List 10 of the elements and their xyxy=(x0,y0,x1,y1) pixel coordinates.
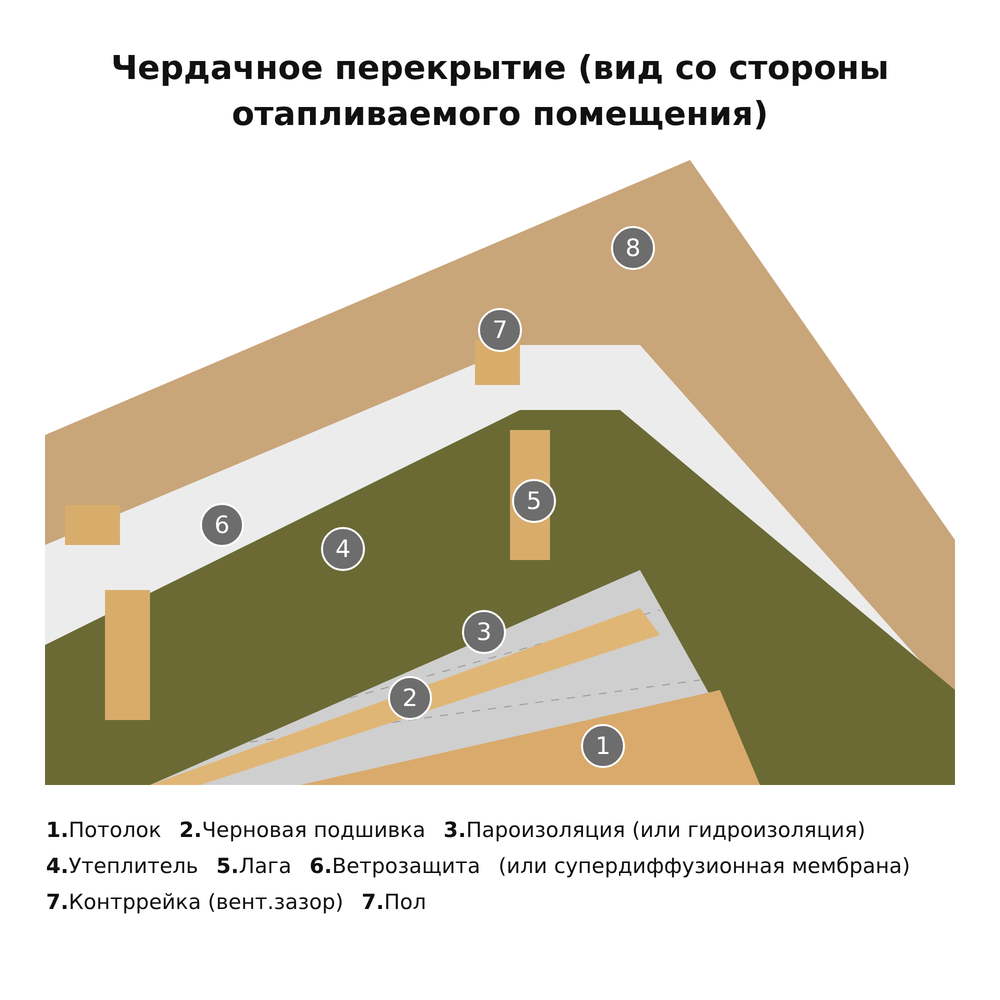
legend-item: 1.Потолок xyxy=(46,817,162,844)
legend-item: (или супердиффузионная мембрана) xyxy=(498,853,910,880)
legend-item: 7.Контррейка (вент.зазор) xyxy=(46,889,344,916)
legend-item: 3.Пароизоляция (или гидроизоляция) xyxy=(444,817,866,844)
legend-item: 7.Пол xyxy=(361,889,426,916)
legend-item: 5.Лага xyxy=(216,853,292,880)
legend-item: 4.Утеплитель xyxy=(46,853,198,880)
legend-item: 2.Черновая подшивка xyxy=(179,817,426,844)
diagram-title: Чердачное перекрытие (вид со стороны отапливаемого помещения) xyxy=(110,47,890,135)
legend-item: 6.Ветрозащита xyxy=(309,853,480,880)
